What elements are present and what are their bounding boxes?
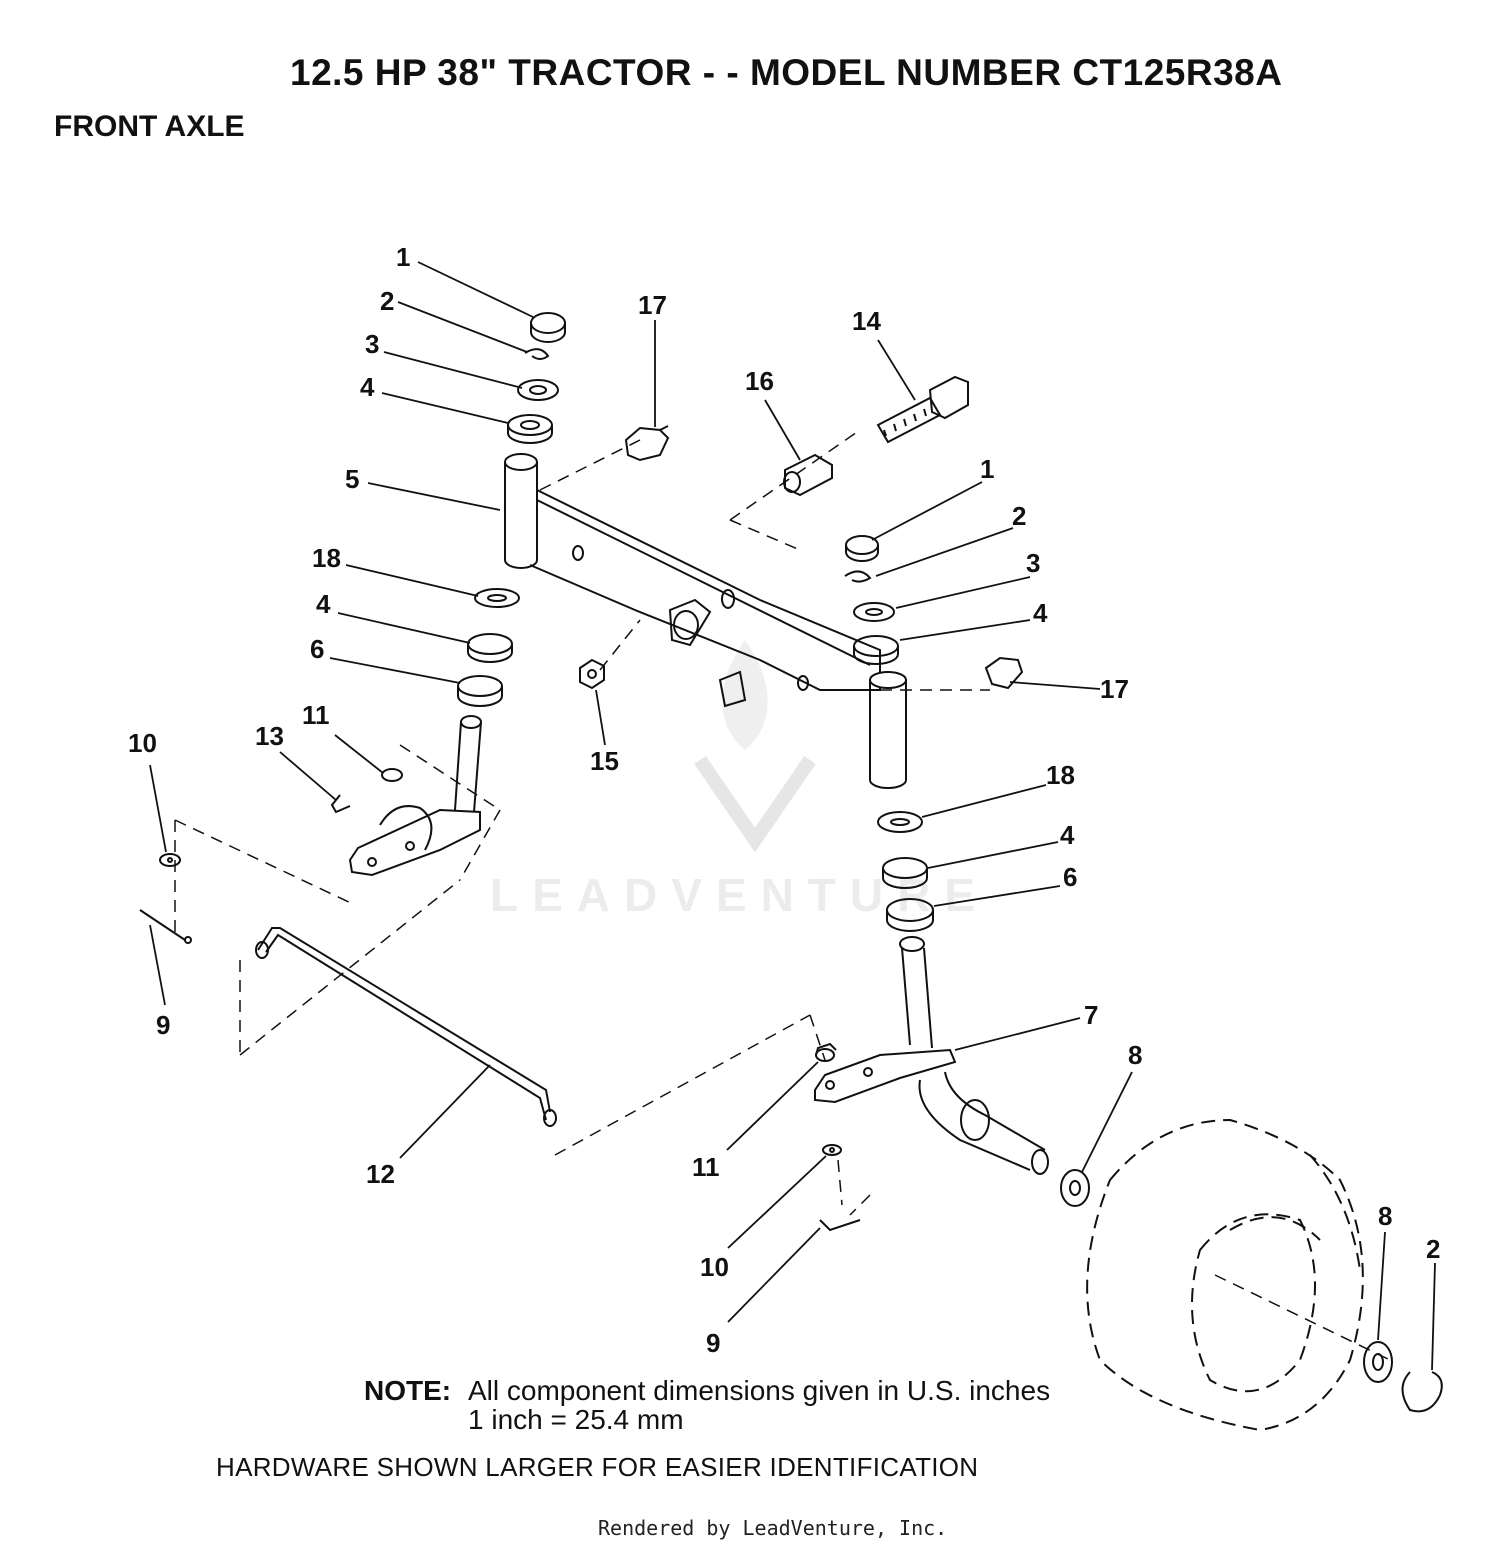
- note-line-1: All component dimensions given in U.S. i…: [468, 1375, 1051, 1406]
- footer-credit: Rendered by LeadVenture, Inc.: [598, 1516, 948, 1540]
- callout-6-right: 6: [1063, 862, 1077, 892]
- drag-link: [255, 927, 557, 1127]
- callout-2-wheel: 2: [1426, 1234, 1440, 1264]
- callout-1-top-left: 1: [396, 242, 410, 272]
- callout-9-left: 9: [156, 1010, 170, 1040]
- callout-5: 5: [345, 464, 359, 494]
- callout-10-right: 10: [700, 1252, 729, 1282]
- note-line-2: 1 inch = 25.4 mm: [468, 1404, 684, 1435]
- grease-fitting-top: [624, 425, 670, 462]
- callout-4-top-left: 4: [360, 372, 375, 402]
- lock-nut: [579, 658, 605, 690]
- front-wheel: [1086, 1118, 1364, 1432]
- pivot-spacer: [783, 453, 833, 497]
- callout-16: 16: [745, 366, 774, 396]
- callout-14: 14: [852, 306, 881, 336]
- callout-8-axle: 8: [1128, 1040, 1142, 1070]
- callout-17-right: 17: [1100, 674, 1129, 704]
- callout-1-right: 1: [980, 454, 994, 484]
- hardware-note: HARDWARE SHOWN LARGER FOR EASIER IDENTIF…: [216, 1452, 979, 1482]
- callout-3-top-left: 3: [365, 329, 379, 359]
- callout-4-right-top: 4: [1033, 598, 1048, 628]
- flame-v-logo-icon: [694, 640, 816, 853]
- pivot-bolt: [876, 375, 969, 444]
- callout-8-wheel: 8: [1378, 1201, 1392, 1231]
- dashed-guide-lines: [174, 429, 1391, 1361]
- callout-3-right: 3: [1026, 548, 1040, 578]
- callout-11-left: 11: [302, 700, 330, 730]
- left-spindle: [330, 588, 520, 877]
- note-label: NOTE:: [364, 1375, 452, 1406]
- left-spindle-hardware: [507, 312, 566, 444]
- callout-labels: 1 2 3 4 5 18 4 6 17 16 14 1 2 3 4 17 15 …: [128, 242, 1440, 1358]
- left-washer-pin: [139, 853, 192, 944]
- grease-fitting-right: [984, 656, 1024, 690]
- callout-13: 13: [255, 721, 284, 751]
- callout-18-right: 18: [1046, 760, 1075, 790]
- callout-6-left: 6: [310, 634, 324, 664]
- callout-10-left: 10: [128, 728, 157, 758]
- leader-lines: [149, 261, 1436, 1371]
- callout-11-right: 11: [692, 1152, 720, 1182]
- right-spindle-hardware: [844, 535, 934, 932]
- callout-2-right: 2: [1012, 501, 1026, 531]
- callout-12: 12: [366, 1159, 395, 1189]
- callout-18-left: 18: [312, 543, 341, 573]
- section-title: FRONT AXLE: [54, 110, 245, 143]
- callout-9-right: 9: [706, 1328, 720, 1358]
- callout-17-top: 17: [638, 290, 667, 320]
- callout-7: 7: [1084, 1000, 1098, 1030]
- right-spindle-arm: [814, 936, 1049, 1232]
- callout-4-right-mid: 4: [1060, 820, 1075, 850]
- axle-beam: [504, 453, 881, 708]
- callout-2-top-left: 2: [380, 286, 394, 316]
- dimension-note: NOTE: All component dimensions given in U…: [364, 1376, 1050, 1434]
- callout-15: 15: [590, 746, 619, 776]
- axle-washer: [1060, 1169, 1090, 1207]
- callout-4-mid-left: 4: [316, 589, 331, 619]
- wheel-washer-clip: [1363, 1341, 1443, 1413]
- page-title: 12.5 HP 38" TRACTOR - - MODEL NUMBER CT1…: [290, 52, 1283, 93]
